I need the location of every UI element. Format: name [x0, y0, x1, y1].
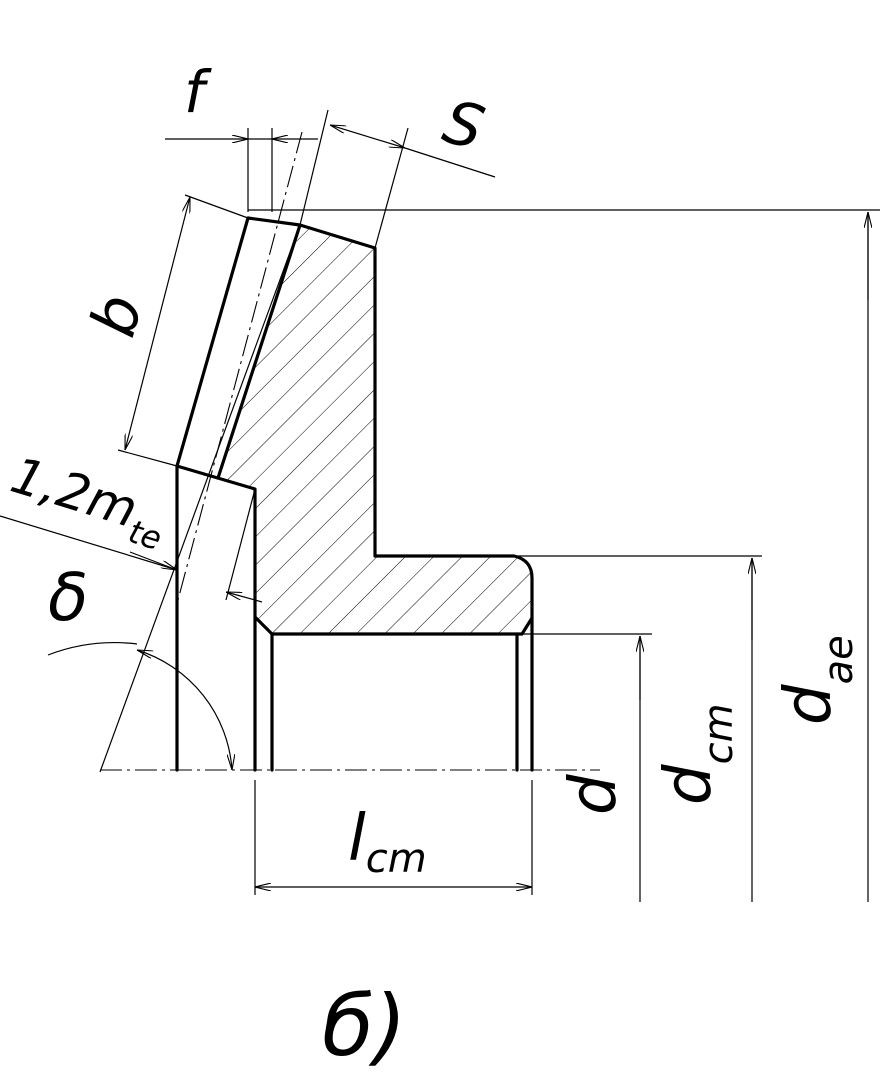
label-lcm: lcm [348, 802, 427, 882]
figure-caption: б) [322, 977, 407, 1075]
label-dae: dae [772, 635, 862, 725]
label-d: d [557, 774, 631, 815]
label-1-2mte: 1,2mte [2, 446, 175, 558]
gear-section-outline [175, 216, 534, 772]
label-b: b [76, 287, 157, 344]
label-s: S [436, 87, 491, 164]
label-delta: δ [48, 559, 88, 636]
dimension-arrows [47, 124, 868, 887]
label-f: f [184, 58, 212, 126]
label-dcm: dcm [652, 703, 742, 805]
